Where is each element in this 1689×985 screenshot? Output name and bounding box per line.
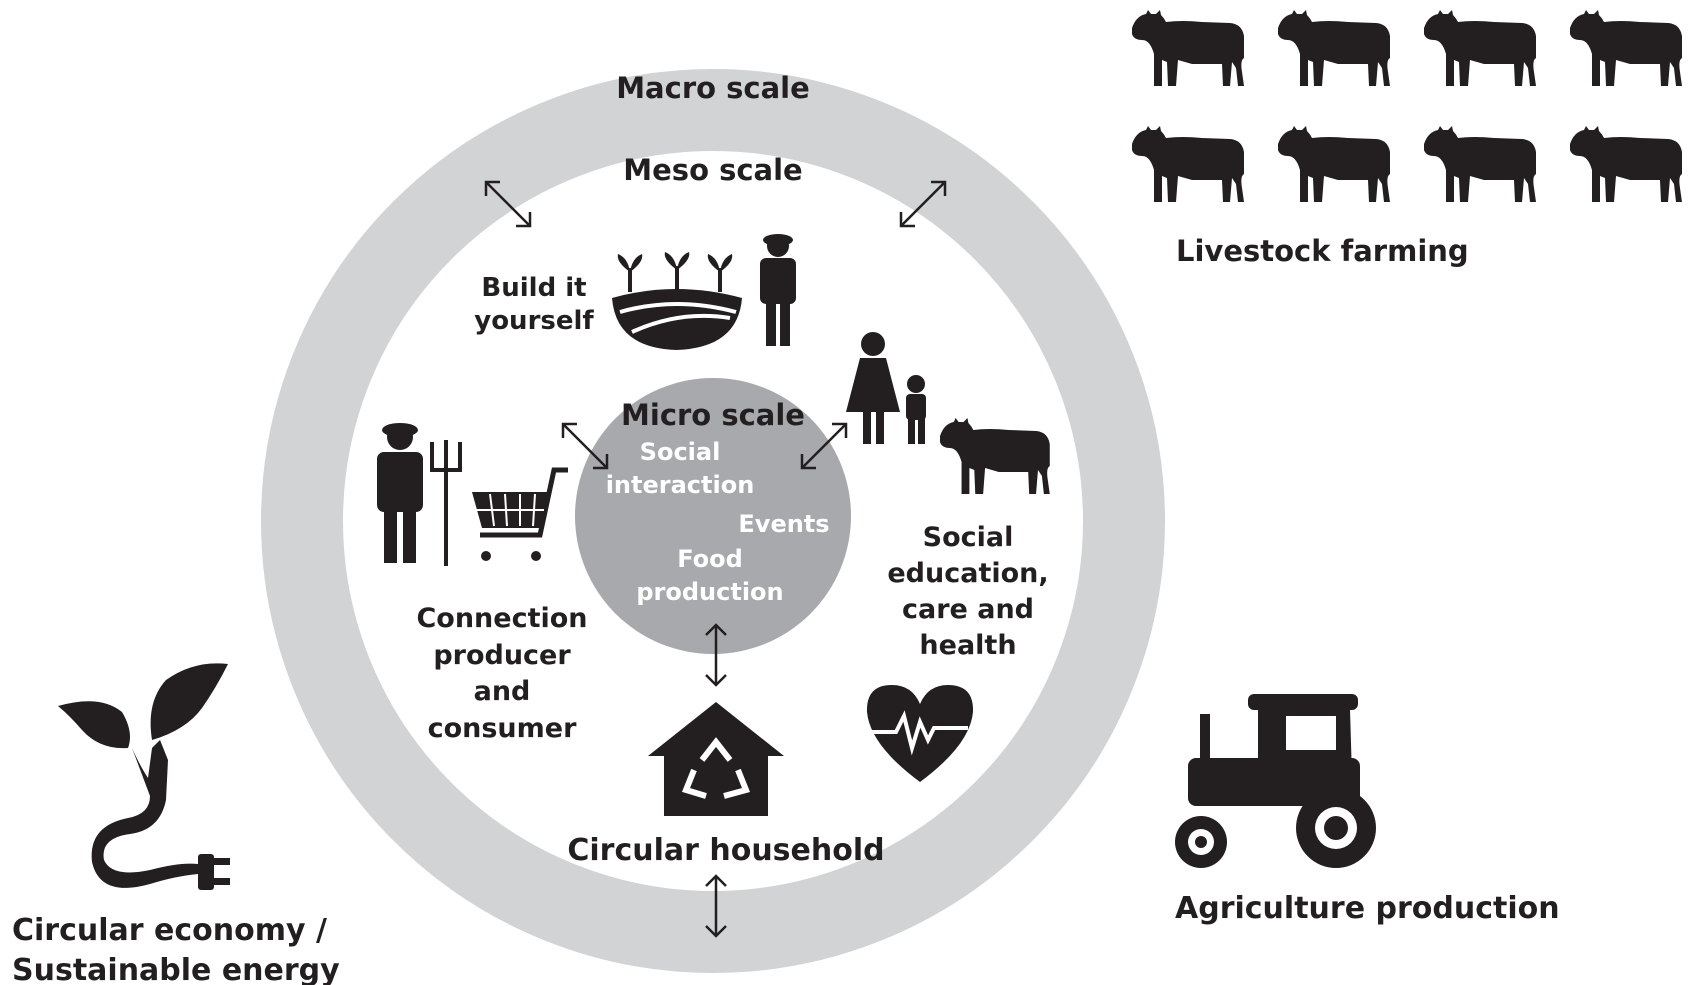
macro-scale-label: Macro scale <box>616 71 810 105</box>
micro-circle <box>575 378 851 654</box>
mother-and-child-icon <box>846 332 926 444</box>
connection-label-2: producer <box>433 640 571 671</box>
tractor-icon <box>1175 694 1376 868</box>
circular-household-label: Circular household <box>567 833 884 868</box>
cow-icon-meso <box>940 418 1050 494</box>
social-interaction-label-2: interaction <box>606 471 755 499</box>
social-education-label-2: education, <box>887 558 1048 589</box>
cow-icon-8 <box>1570 126 1682 202</box>
recycling-house-icon <box>648 702 784 816</box>
micro-scale-label: Micro scale <box>621 398 805 432</box>
plant-plug-icon <box>58 663 230 890</box>
circular-economy-label-1: Circular economy / <box>12 913 327 948</box>
social-education-label-4: health <box>919 630 1016 661</box>
agriculture-production-label: Agriculture production <box>1175 891 1560 926</box>
shopping-cart-icon <box>472 467 568 561</box>
circular-economy-label-2: Sustainable energy <box>12 953 340 985</box>
cow-icon-2 <box>1278 10 1390 86</box>
heart-pulse-icon <box>866 685 974 782</box>
build-it-yourself-label-1: Build it <box>481 273 586 303</box>
cow-icon-6 <box>1278 126 1390 202</box>
social-education-label-3: care and <box>902 594 1034 625</box>
events-label: Events <box>738 510 829 538</box>
meso-scale-label: Meso scale <box>623 153 802 187</box>
field-icon <box>612 252 742 350</box>
farmer-with-pitchfork-icon <box>377 423 462 566</box>
cow-icon-4 <box>1570 10 1682 86</box>
farmer-icon <box>760 234 796 346</box>
cow-icon-7 <box>1424 126 1536 202</box>
build-it-yourself-label-2: yourself <box>474 306 594 336</box>
cow-icon-3 <box>1424 10 1536 86</box>
food-production-label-1: Food <box>677 545 743 573</box>
cow-icon-1 <box>1132 10 1244 86</box>
connection-label-1: Connection <box>416 603 587 634</box>
cow-icon-5 <box>1132 126 1244 202</box>
connection-label-3: and <box>474 676 531 707</box>
social-education-label-1: Social <box>923 522 1014 553</box>
livestock-farming-label: Livestock farming <box>1176 234 1469 268</box>
social-interaction-label-1: Social <box>640 438 721 466</box>
food-production-label-2: production <box>636 578 783 606</box>
connection-label-4: consumer <box>428 713 578 744</box>
